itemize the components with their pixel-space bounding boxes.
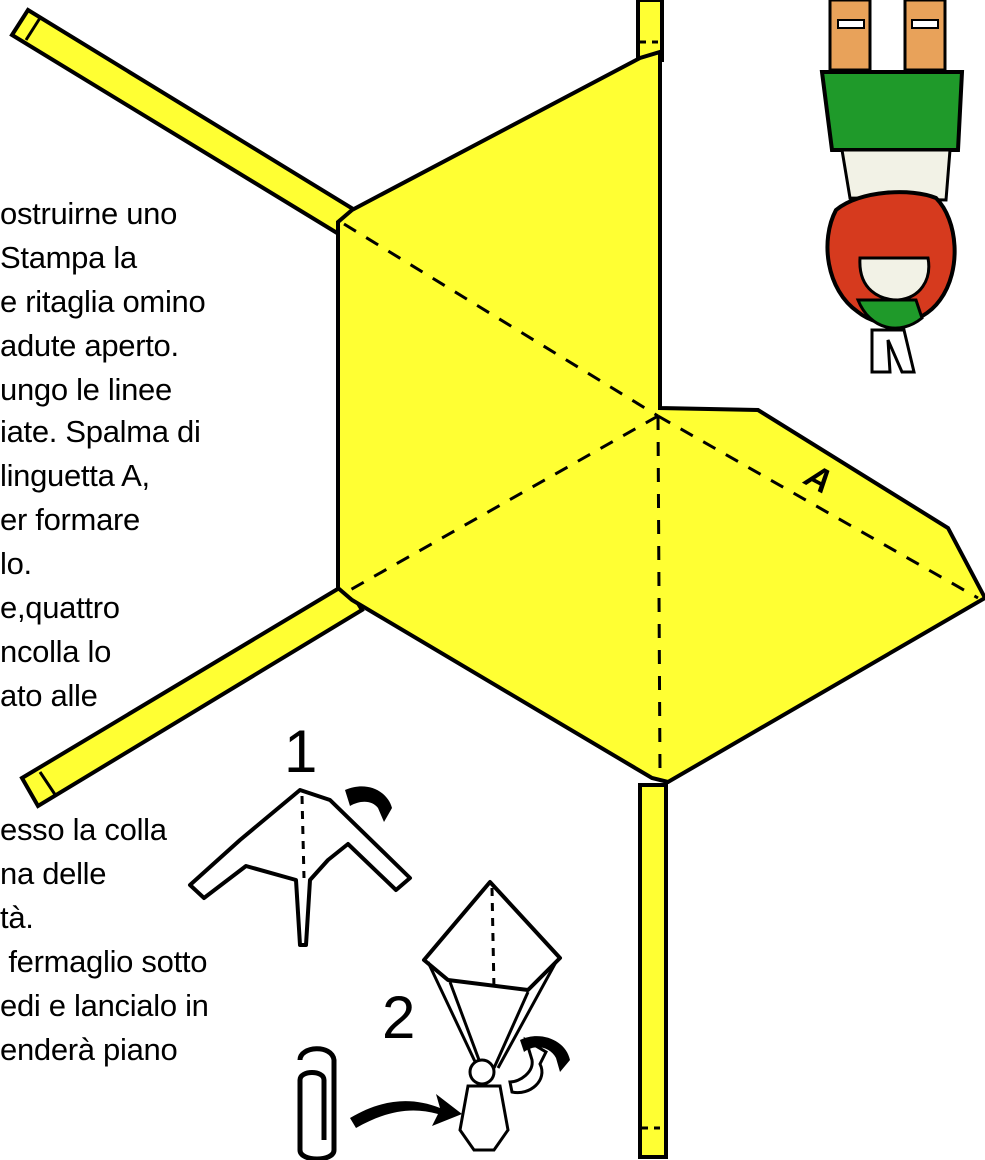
canopy-panels [336, 49, 985, 785]
step-2-illustration [422, 880, 570, 1152]
pull-arrow-icon [520, 1036, 570, 1072]
string-strip-bottom [638, 783, 668, 1159]
fold-arrow-icon [345, 786, 392, 822]
string-strip-lower-left [19, 581, 365, 809]
step-1-illustration [188, 786, 412, 947]
arrow-icon [350, 1094, 462, 1128]
paperclip-icon [297, 1046, 337, 1160]
string-strip-upper-left [9, 7, 361, 239]
string-strip-top [636, 0, 664, 62]
character-cutout [819, 0, 965, 374]
